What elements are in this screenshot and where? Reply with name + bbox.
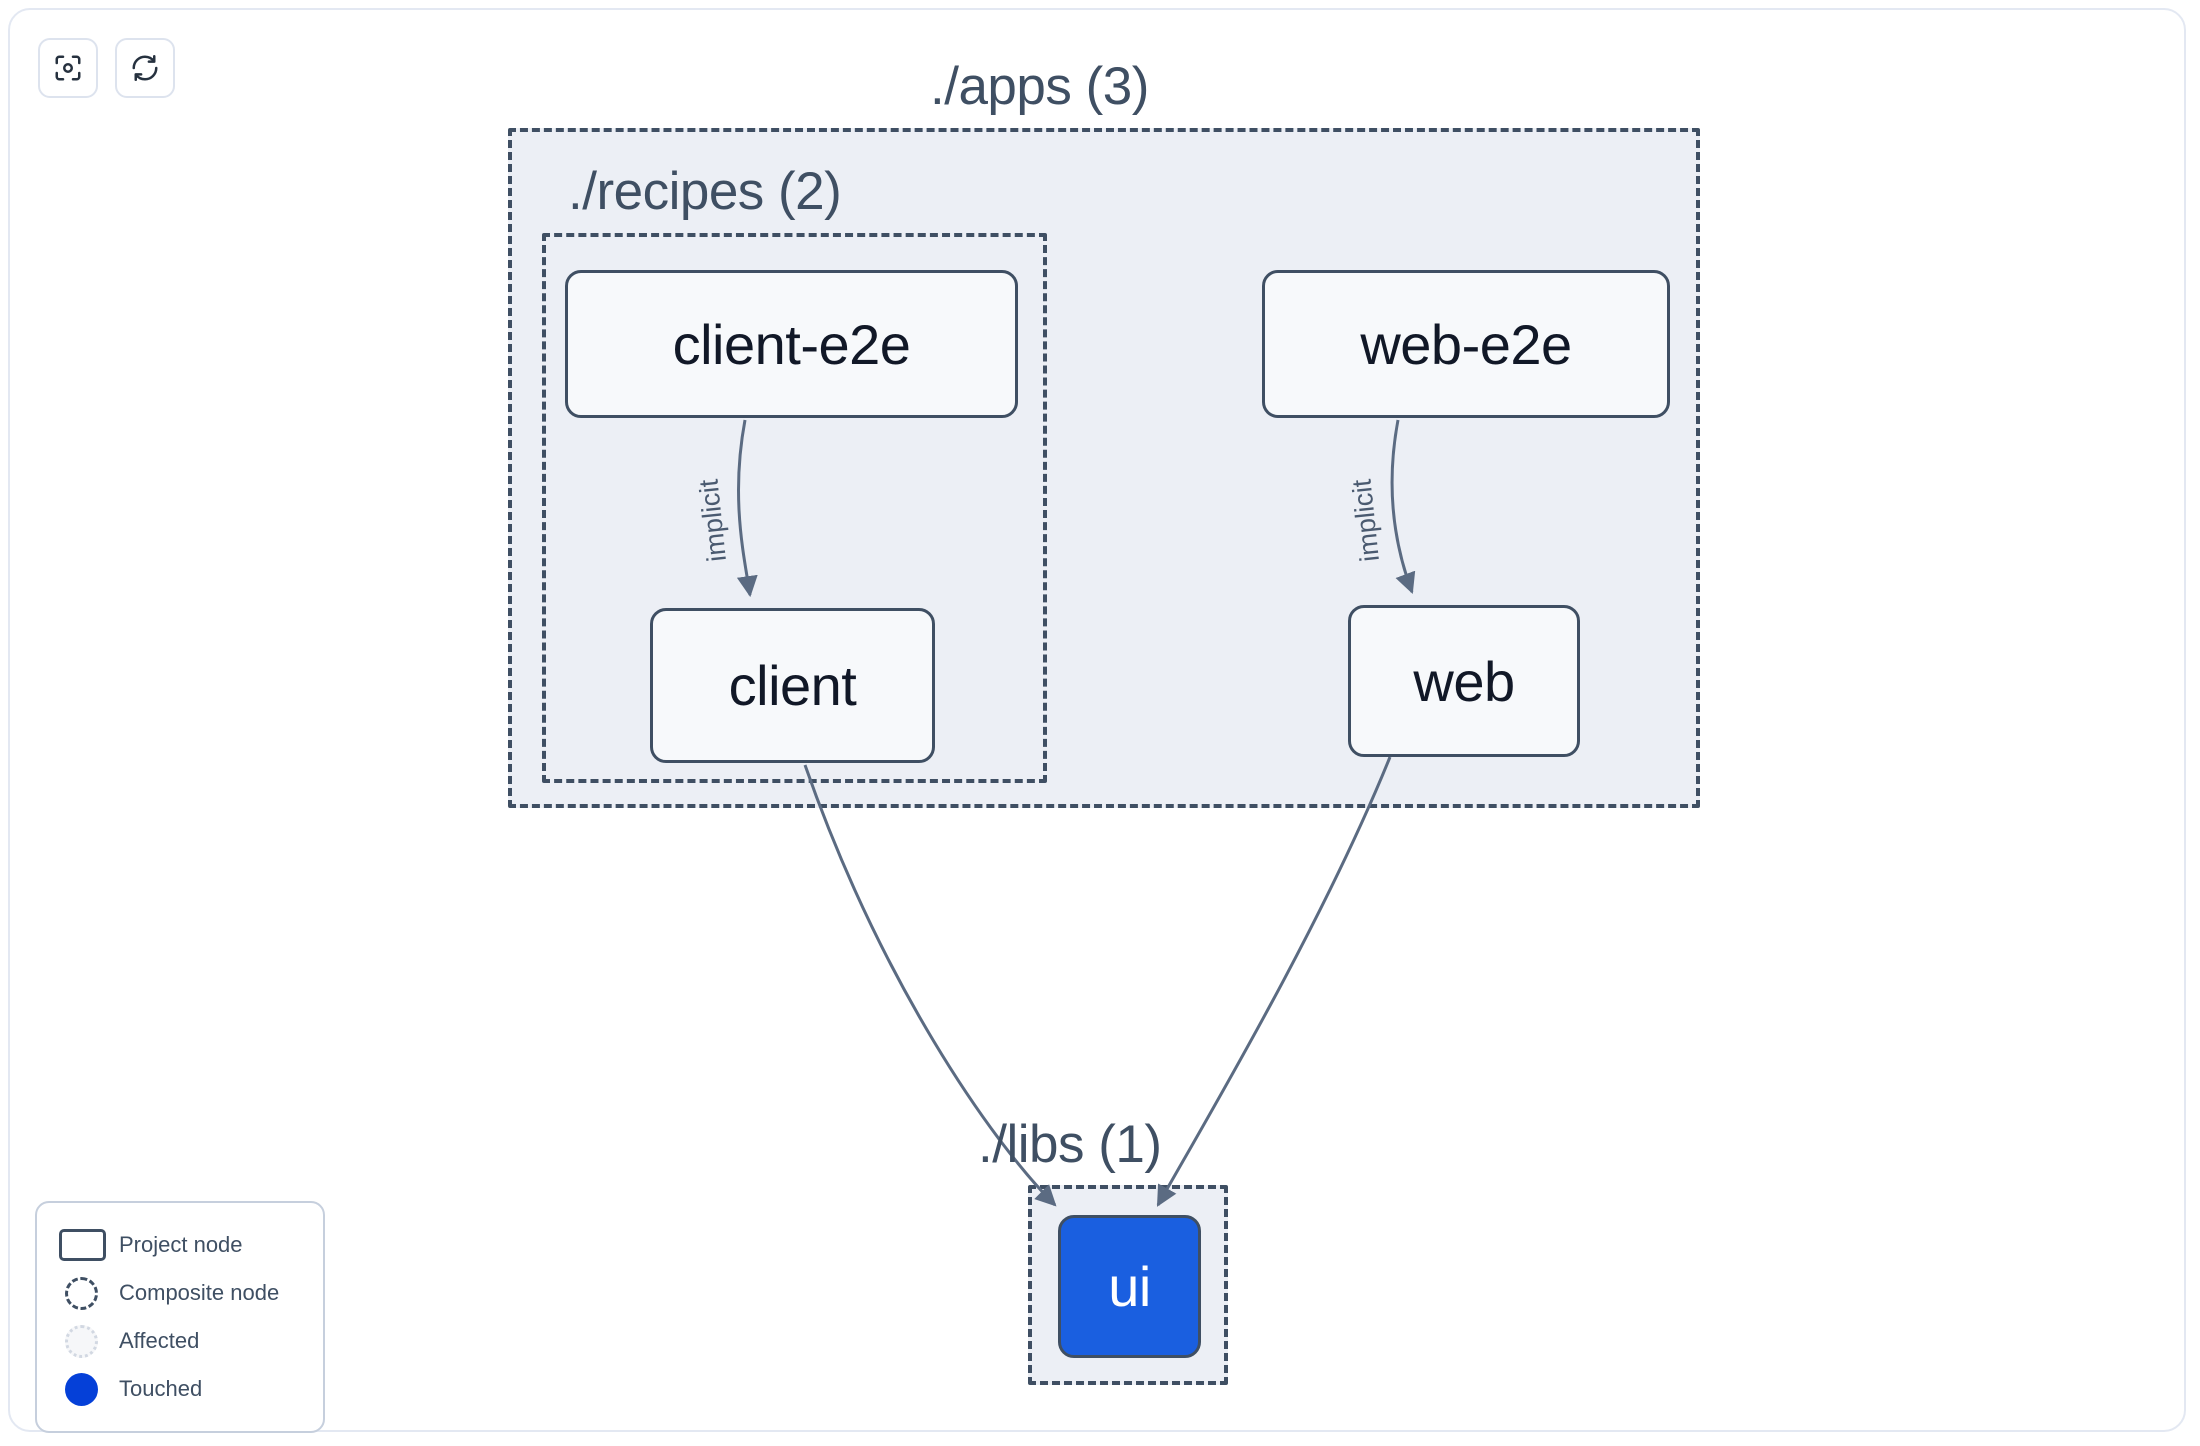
edge-web-to-ui [1156, 756, 1392, 1207]
composite-libs-label: ./libs (1) [978, 1115, 1162, 1174]
node-web-e2e-label: web-e2e [1360, 312, 1572, 376]
project-node-glyph [59, 1229, 115, 1261]
legend-item-affected: Affected [59, 1317, 303, 1365]
focus-graph-button[interactable] [38, 38, 98, 98]
node-client-e2e[interactable]: client-e2e [565, 270, 1018, 418]
touched-glyph [59, 1372, 115, 1406]
node-ui[interactable]: ui [1058, 1215, 1201, 1358]
composite-recipes-label: ./recipes (2) [568, 162, 842, 221]
legend-item-touched: Touched [59, 1365, 303, 1413]
legend-item-project-node: Project node [59, 1221, 303, 1269]
graph-legend: Project node Composite node Affected Tou… [35, 1201, 325, 1433]
node-web[interactable]: web [1348, 605, 1580, 757]
refresh-graph-button[interactable] [115, 38, 175, 98]
focus-scan-icon [53, 53, 83, 83]
graph-toolbar [38, 38, 175, 98]
node-web-e2e[interactable]: web-e2e [1262, 270, 1670, 418]
node-ui-label: ui [1108, 1255, 1151, 1318]
legend-label-touched: Touched [119, 1376, 203, 1401]
legend-item-composite-node: Composite node [59, 1269, 303, 1317]
affected-glyph [59, 1324, 115, 1358]
node-web-label: web [1413, 649, 1515, 713]
refresh-icon [130, 53, 160, 83]
composite-apps-label: ./apps (3) [930, 57, 1149, 116]
legend-label-affected: Affected [119, 1328, 200, 1353]
node-client-e2e-label: client-e2e [672, 312, 911, 376]
legend-label-project-node: Project node [119, 1232, 243, 1257]
legend-label-composite-node: Composite node [119, 1280, 280, 1305]
composite-node-glyph [59, 1276, 115, 1310]
node-client-label: client [728, 654, 857, 717]
node-client[interactable]: client [650, 608, 935, 763]
